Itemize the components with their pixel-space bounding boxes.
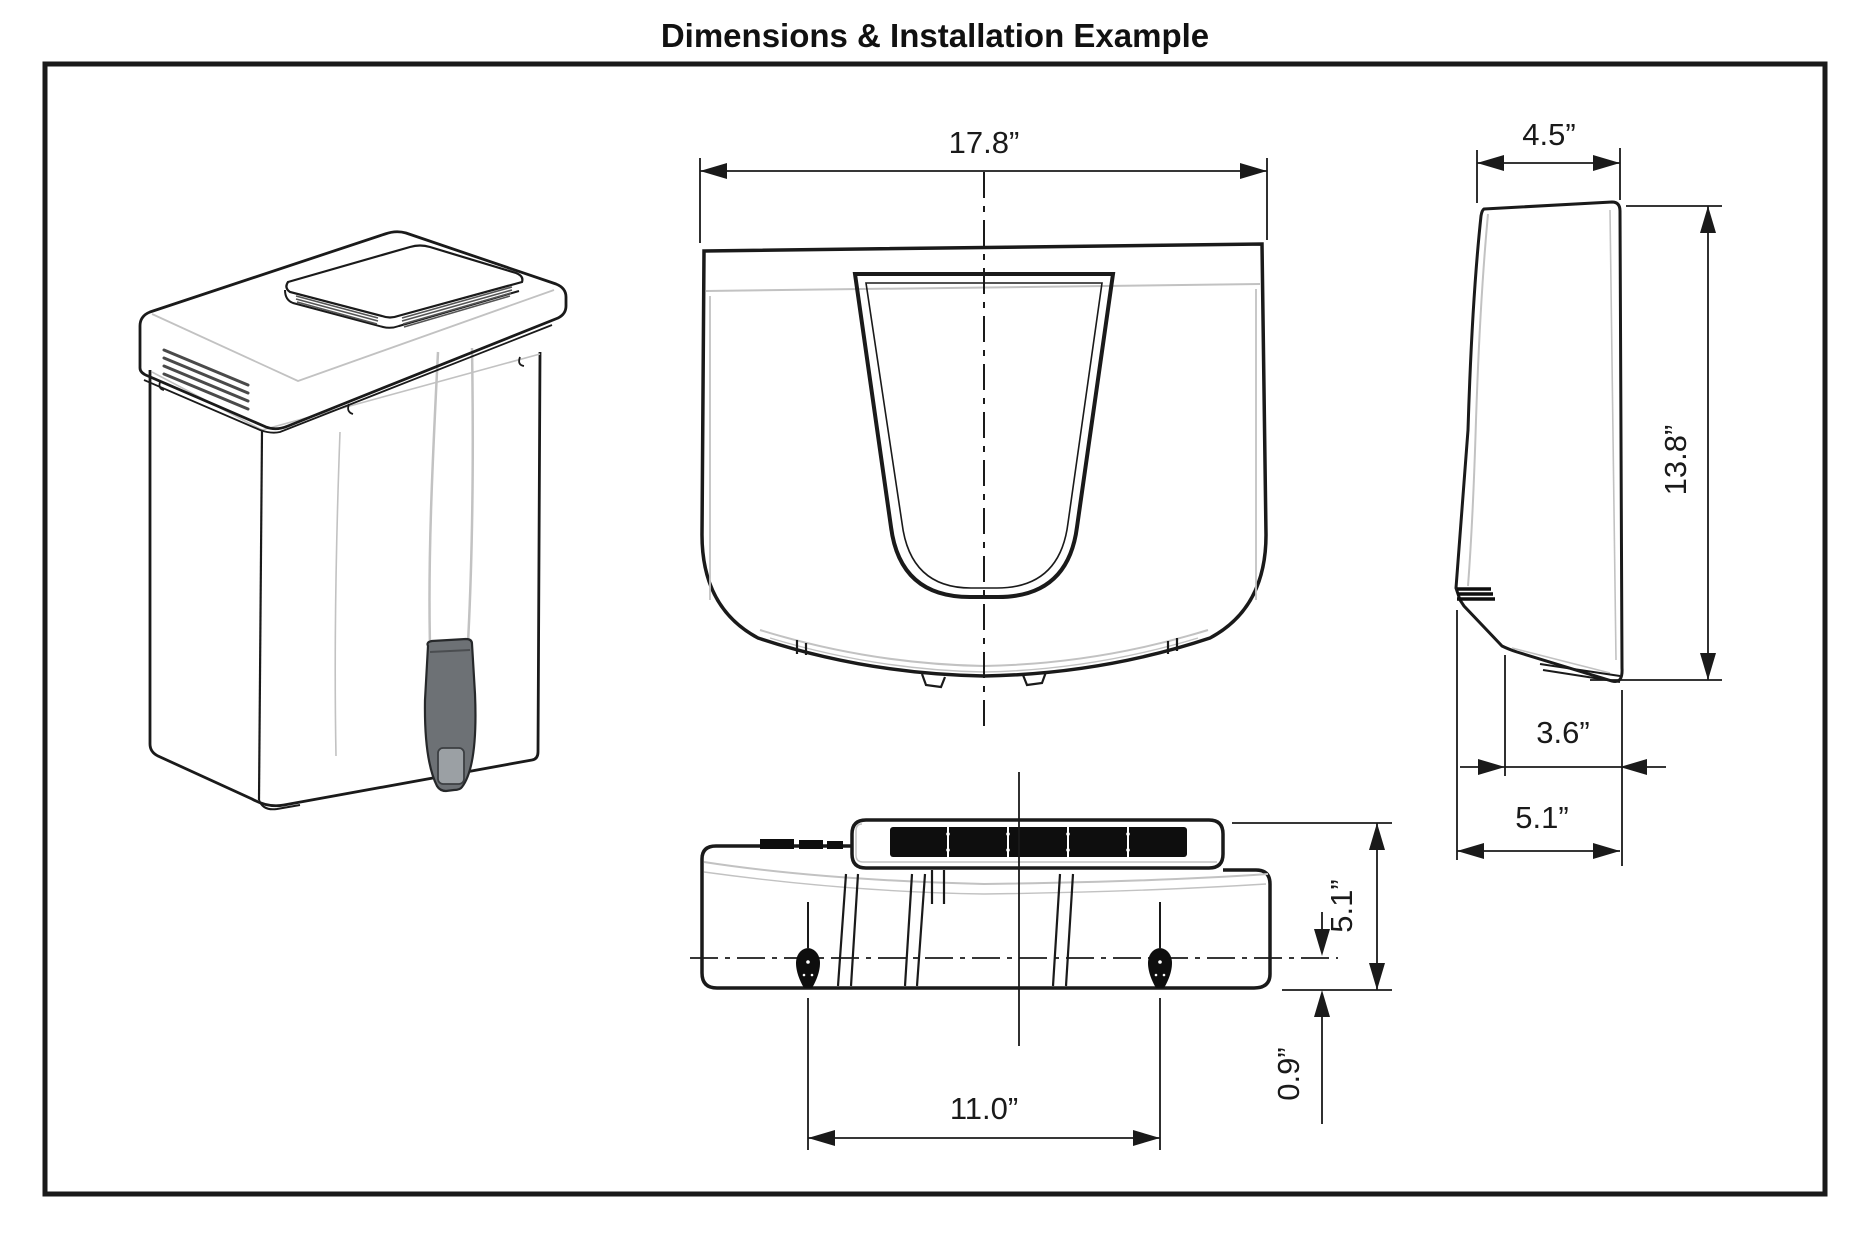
- front-outlet-inner-line: [865, 282, 1103, 589]
- iso-hood-outline: [138, 230, 568, 431]
- bottom-view: [690, 772, 1338, 1046]
- bottom-grille-joints: [946, 827, 1130, 857]
- dim-bottom-edge-offset: 0.9”: [1271, 912, 1330, 1124]
- iso-body-front-edge: [257, 429, 264, 801]
- front-view: [700, 172, 1268, 728]
- bottom-plate-seam: [855, 823, 1217, 863]
- dim-bottom-depth-label: 5.1”: [1324, 879, 1359, 932]
- bottom-ledge-slots: [760, 839, 843, 849]
- dim-side-depth-bottom: 5.1”: [1456, 610, 1620, 860]
- iso-vent-plate-edge: [284, 289, 520, 329]
- dim-side-depth-top-label: 4.5”: [1522, 117, 1575, 152]
- dim-side-bottom-inset: 3.6”: [1460, 655, 1666, 866]
- iso-clip-notches: [158, 356, 525, 415]
- iso-channel-line-right: [466, 347, 475, 644]
- bottom-body-outline: [700, 844, 1272, 990]
- dim-front-width-label: 17.8”: [949, 125, 1020, 160]
- dim-bottom-depth: 5.1”: [1232, 822, 1392, 991]
- dim-front-width: 17.8”: [699, 125, 1268, 243]
- bottom-body-seam-2: [703, 871, 1267, 895]
- side-view: [1454, 200, 1624, 683]
- front-corner-clips: [795, 638, 1179, 655]
- side-front-seam: [1609, 209, 1617, 661]
- iso-body-outline: [148, 351, 542, 808]
- side-bottom-seam: [1511, 647, 1611, 674]
- dim-bottom-edge-offset-label: 0.9”: [1271, 1047, 1306, 1100]
- dim-mounting-span-label: 11.0”: [950, 1091, 1018, 1126]
- iso-body-bottom-lip: [258, 799, 301, 811]
- dim-mounting-span: 11.0”: [807, 998, 1161, 1150]
- drawing-border: [42, 61, 1828, 1197]
- page-title: Dimensions & Installation Example: [661, 17, 1209, 54]
- bottom-grille: [890, 827, 1187, 857]
- side-lip-louvers: [1457, 587, 1495, 601]
- bottom-interior-ticks: [930, 870, 946, 904]
- side-outline: [1454, 200, 1624, 683]
- iso-hood-rim-lip: [143, 324, 553, 434]
- iso-vent-louvers-left: [295, 295, 379, 325]
- dim-side-depth-bottom-label: 5.1”: [1515, 800, 1568, 835]
- isometric-view: [138, 230, 568, 811]
- front-outlet-trapezoid: [852, 272, 1116, 599]
- mounting-keyhole-left: [796, 902, 820, 988]
- iso-nozzle-seam: [429, 649, 471, 653]
- dim-side-height-label: 13.8”: [1658, 425, 1693, 496]
- side-back-seam: [1467, 213, 1489, 587]
- iso-vent-plate: [285, 244, 524, 319]
- iso-channel-line-left: [428, 351, 440, 646]
- bottom-interior-walls: [836, 873, 1075, 987]
- front-bottom-notches: [920, 671, 1048, 689]
- dim-side-height: 13.8”: [1590, 205, 1722, 681]
- iso-face-highlight: [334, 431, 341, 757]
- dim-side-bottom-inset-label: 3.6”: [1536, 715, 1589, 750]
- mounting-keyhole-right: [1148, 902, 1172, 988]
- front-side-seams: [709, 289, 1257, 600]
- iso-hood-louvers: [162, 348, 250, 411]
- iso-vent-louvers-right: [401, 286, 513, 328]
- bottom-plate-outline: [850, 818, 1225, 870]
- bottom-body-seam-1: [703, 861, 1269, 886]
- dim-side-depth-top: 4.5”: [1476, 117, 1621, 203]
- iso-hood-top-crease: [151, 289, 555, 382]
- iso-sensor-window: [437, 747, 465, 785]
